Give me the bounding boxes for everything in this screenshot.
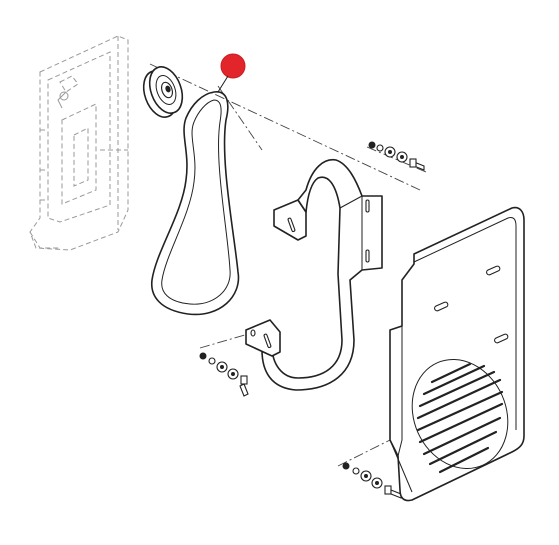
hardware-set-lower bbox=[342, 462, 402, 499]
callout-dot bbox=[220, 53, 246, 79]
part-callout-marker[interactable] bbox=[217, 53, 246, 93]
drive-belt bbox=[151, 91, 240, 316]
belt-guard-cover bbox=[389, 206, 525, 502]
drive-pulley bbox=[142, 66, 184, 118]
belt-guard-bracket bbox=[245, 159, 383, 391]
hardware-set-upper bbox=[368, 141, 425, 171]
engine-bracket-ghost bbox=[29, 35, 129, 251]
hardware-set-middle bbox=[199, 352, 249, 397]
assembly-centerlines bbox=[149, 63, 427, 467]
cover-vent-grille bbox=[411, 359, 509, 474]
